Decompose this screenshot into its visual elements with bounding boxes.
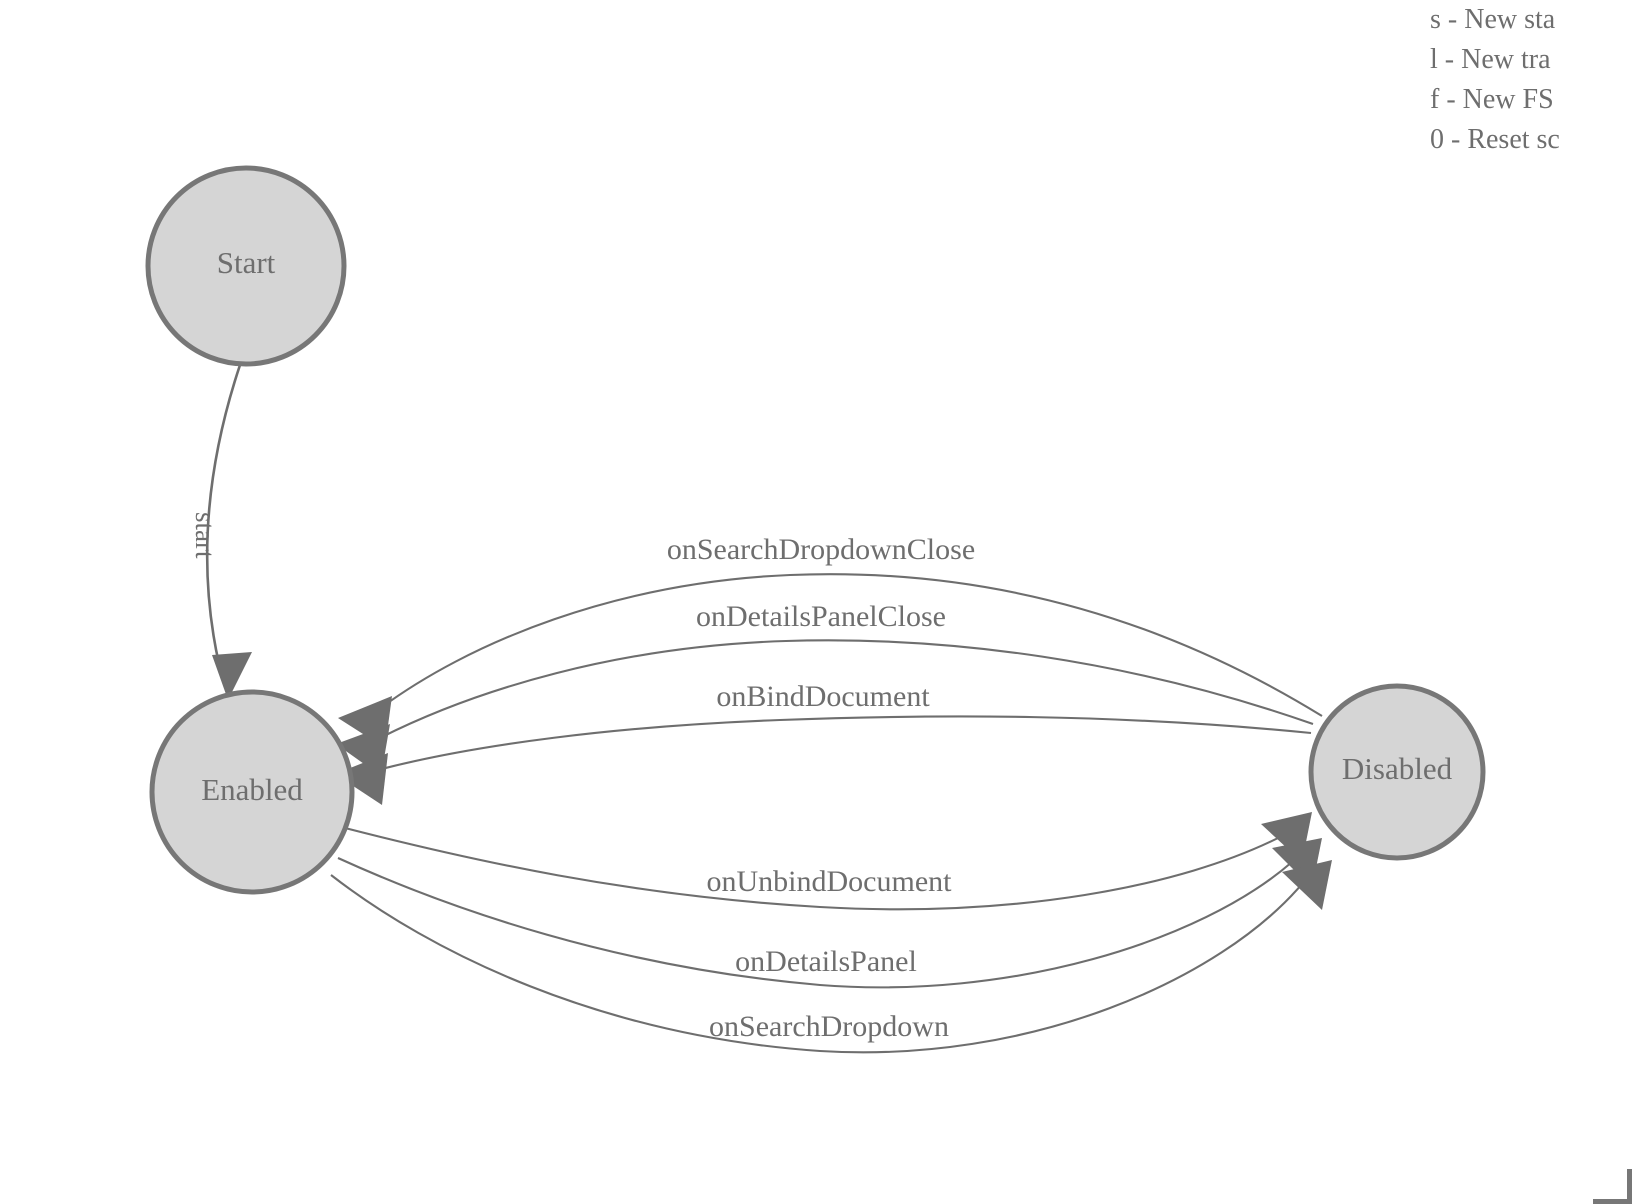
shortcut-new-fsm: f - New FS <box>1430 84 1554 115</box>
shortcut-reset-scene: 0 - Reset sc <box>1430 124 1560 155</box>
transition-start[interactable] <box>205 364 252 700</box>
transition-label-on-search-dropdown: onSearchDropdown <box>709 1010 949 1043</box>
state-node-enabled[interactable]: Enabled <box>149 689 355 895</box>
transition-label-on-bind-document: onBindDocument <box>716 680 930 713</box>
transition-on-bind-document-path <box>369 715 1312 774</box>
transition-label-start: start <box>190 512 220 559</box>
transition-on-bind-document-arrowhead <box>335 753 388 805</box>
state-node-disabled-circle[interactable] <box>1308 683 1486 861</box>
transition-label-on-search-dropdown-close: onSearchDropdownClose <box>667 533 975 566</box>
transition-start-path <box>205 364 242 665</box>
state-node-disabled-label: Disabled <box>1342 751 1453 786</box>
transition-on-search-dropdown-arrowhead <box>1282 860 1332 910</box>
transition-on-search-dropdown[interactable] <box>330 860 1332 1054</box>
state-node-enabled-circle[interactable] <box>149 689 355 895</box>
transition-on-search-dropdown-path <box>330 874 1303 1054</box>
state-node-start-label: Start <box>217 245 276 280</box>
transition-on-details-panel-path <box>337 857 1293 989</box>
state-node-start[interactable]: Start <box>145 165 347 367</box>
transition-on-bind-document[interactable] <box>335 715 1312 805</box>
transition-on-search-dropdown-close-path <box>373 573 1323 717</box>
transition-label-on-unbind-document: onUnbindDocument <box>707 865 953 898</box>
shortcut-new-transition: l - New tra <box>1430 44 1551 75</box>
transition-on-unbind-document-path <box>344 826 1283 911</box>
transition-on-details-panel-close-path <box>371 639 1314 743</box>
transition-start-arrowhead <box>212 652 252 700</box>
keyboard-shortcuts-overlay: s - New sta l - New tra f - New FS 0 - R… <box>1430 0 1632 160</box>
transition-label-on-details-panel-close: onDetailsPanelClose <box>696 600 946 633</box>
state-node-start-circle[interactable] <box>145 165 347 367</box>
state-node-disabled[interactable]: Disabled <box>1308 683 1486 861</box>
resize-handle-corner[interactable] <box>1593 1169 1632 1204</box>
transition-label-on-details-panel: onDetailsPanel <box>735 945 917 978</box>
shortcut-new-state: s - New sta <box>1430 4 1556 35</box>
state-node-enabled-label: Enabled <box>201 772 303 807</box>
